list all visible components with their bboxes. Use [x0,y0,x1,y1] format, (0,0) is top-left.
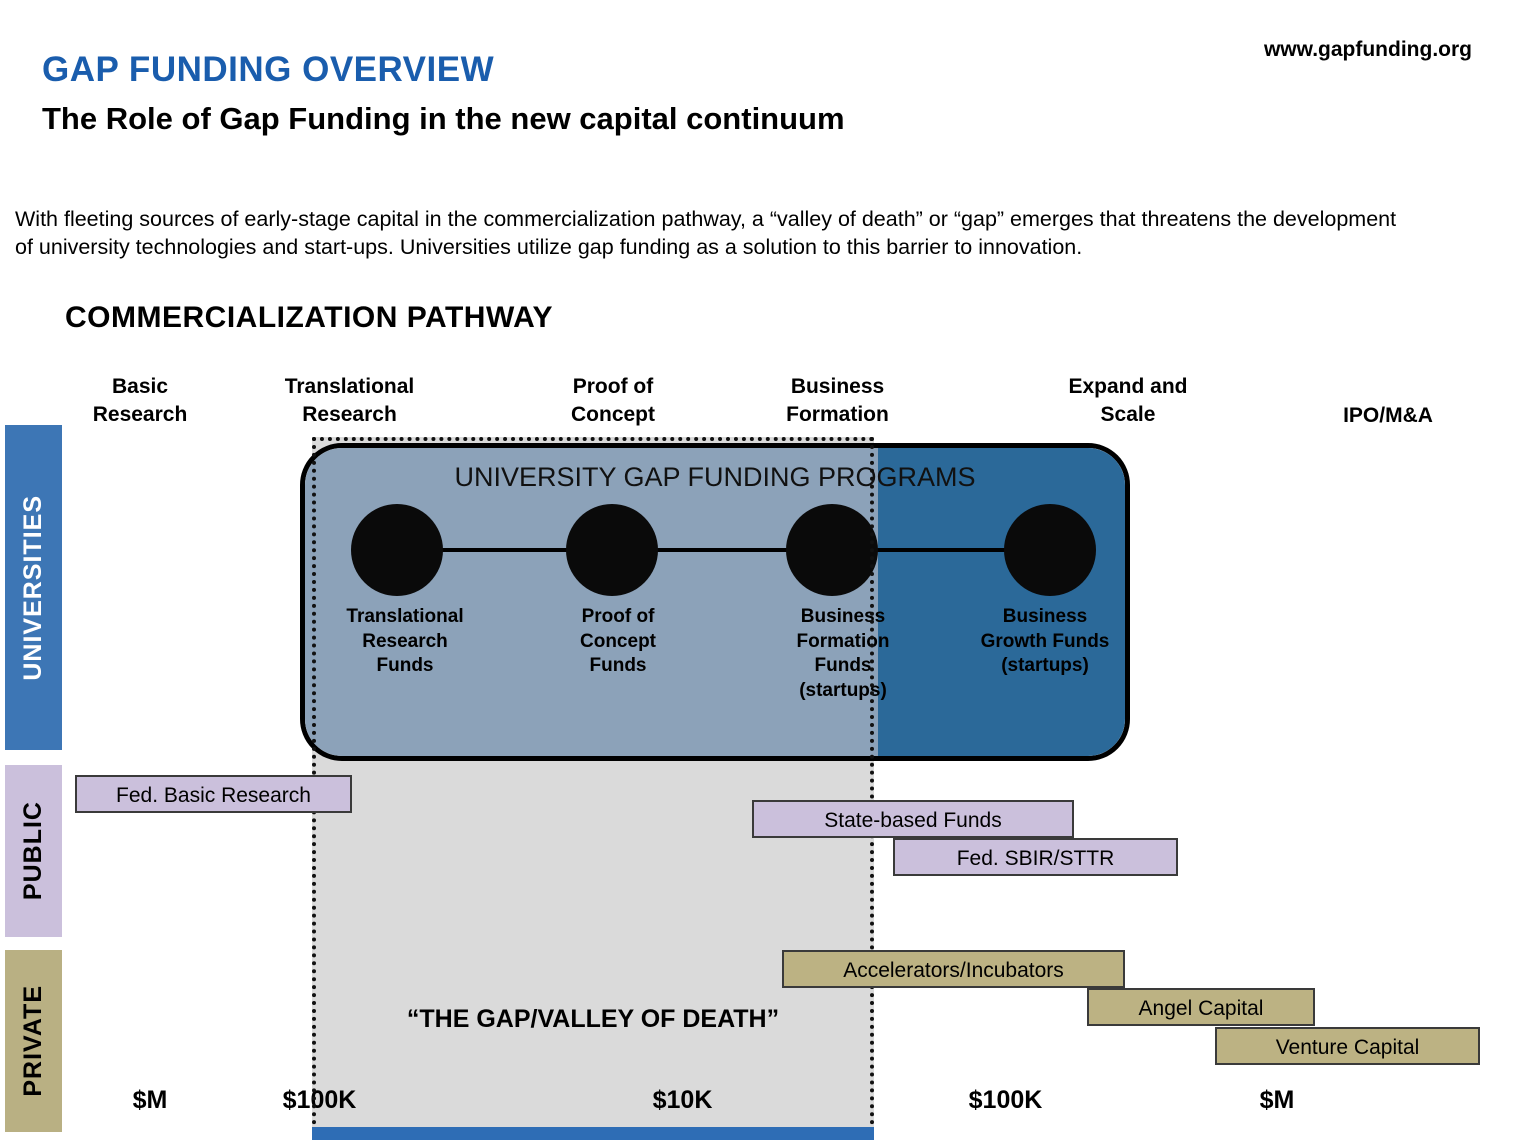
gap-label: “THE GAP/VALLEY OF DEATH” [406,1005,780,1033]
page-title: GAP FUNDING OVERVIEW [42,50,495,89]
axis-label: $10K [652,1086,713,1114]
private-band: PRIVATE [5,950,62,1132]
bar-accelerators-incubators: Accelerators/Incubators [782,950,1125,988]
universities-band: UNIVERSITIES [5,425,62,750]
axis-label: $100K [282,1086,357,1114]
program-node-label: Business Growth Funds (startups) [980,606,1110,677]
program-node-label: Translational Research Funds [346,606,464,677]
node-connector-line [397,548,1050,552]
stage-business-formation: Business Formation [786,375,889,427]
axis-label: $100K [968,1086,1043,1114]
program-node-label: Business Formation Funds (startups) [796,606,890,702]
public-band: PUBLIC [5,765,62,937]
bar-venture-capital: Venture Capital [1215,1027,1480,1065]
axis-label: $M [132,1086,168,1114]
bar-fed-basic-research: Fed. Basic Research [75,775,352,813]
bottom-blue-bar [312,1127,874,1140]
bar-state-based-funds: State-based Funds [752,800,1074,838]
program-box-dark-half [878,448,1125,756]
gap-dotted-border [312,437,874,1133]
program-node-business-growth [1004,504,1096,596]
program-node-proof-of-concept [566,504,658,596]
program-node-label: Proof of Concept Funds [580,606,656,677]
private-band-label: PRIVATE [19,985,47,1097]
stage-expand-and-scale: Expand and Scale [1068,375,1188,427]
bar-angel-capital: Angel Capital [1087,988,1315,1026]
page-subtitle: The Role of Gap Funding in the new capit… [42,101,845,136]
pathway-title: COMMERCIALIZATION PATHWAY [65,301,554,334]
universities-band-label: UNIVERSITIES [19,494,47,681]
public-band-label: PUBLIC [19,801,47,901]
program-box-title: UNIVERSITY GAP FUNDING PROGRAMS [454,462,976,492]
stage-translational-research: Translational Research [284,375,415,427]
program-box: UNIVERSITY GAP FUNDING PROGRAMS Translat… [300,443,1130,761]
program-node-translational [351,504,443,596]
intro-text: With fleeting sources of early-stage cap… [15,206,1397,260]
site-url: www.gapfunding.org [1263,38,1472,61]
stage-ipo-ma: IPO/M&A [1343,404,1433,427]
bar-fed-sbir-sttr: Fed. SBIR/STTR [893,838,1178,876]
axis-label: $M [1259,1086,1295,1114]
stage-proof-of-concept: Proof of Concept [571,375,655,427]
program-box-light-half [305,448,878,756]
program-node-business-formation [786,504,878,596]
stage-basic-research: Basic Research [92,375,188,427]
